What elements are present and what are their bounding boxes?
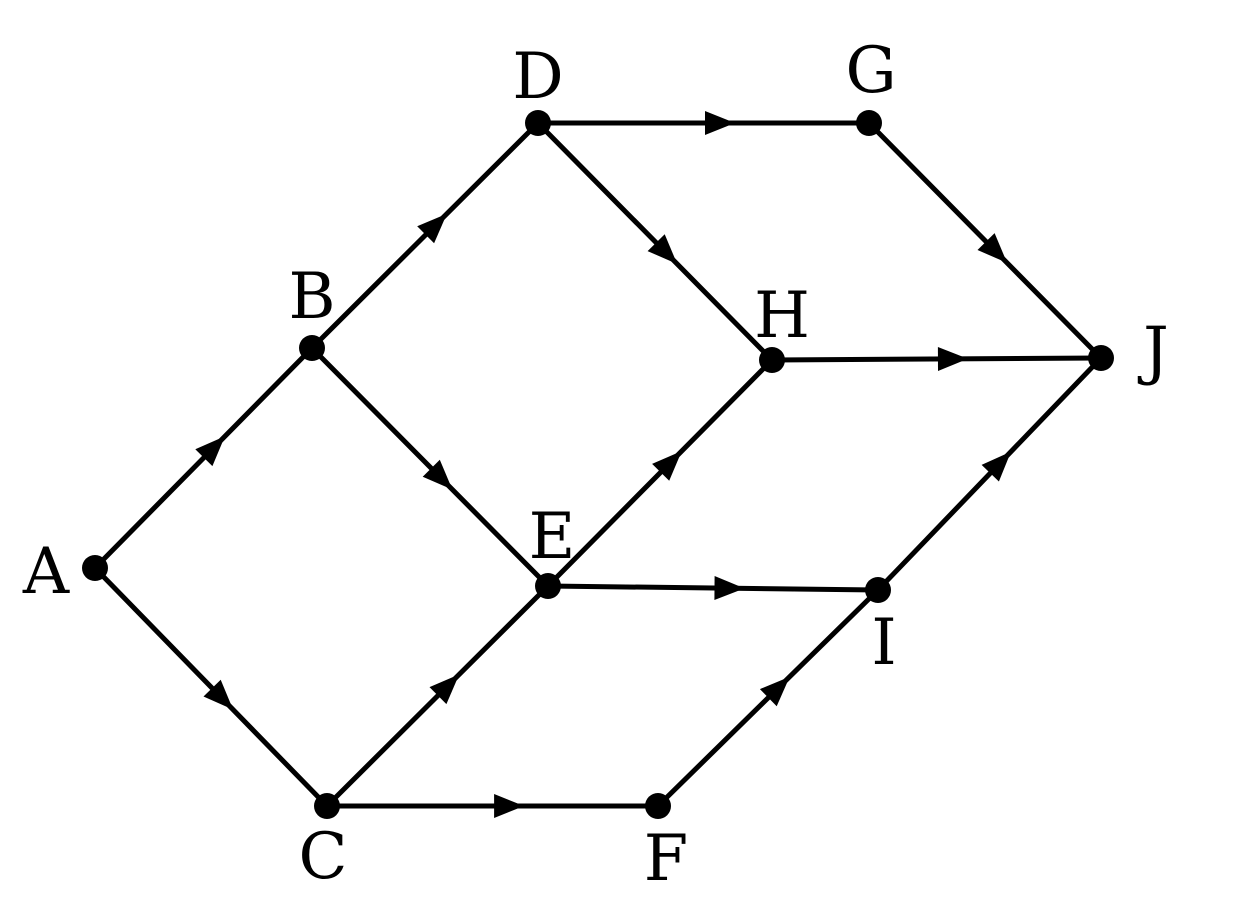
node-label-h: H: [754, 279, 810, 353]
edge-line: [92, 345, 315, 571]
edge-line: [769, 355, 1104, 363]
edge-line: [875, 355, 1104, 593]
edge-a-c: [92, 565, 330, 809]
node-label-f: F: [644, 822, 688, 896]
node-e: [535, 573, 561, 599]
edge-e-i: [545, 576, 881, 600]
edge-d-g: [535, 111, 872, 135]
node-label-a: A: [22, 535, 70, 609]
arrow-head: [417, 213, 447, 244]
node-label-j: J: [1137, 314, 1169, 388]
edge-e-h: [545, 357, 775, 589]
node-label-i: I: [871, 606, 896, 680]
node-d: [525, 110, 551, 136]
node-label-b: B: [288, 260, 335, 334]
arrow-head: [714, 576, 745, 600]
node-j: [1088, 345, 1114, 371]
nodes-layer: [82, 110, 1114, 819]
edge-c-e: [324, 583, 551, 809]
arrow-head: [195, 436, 225, 467]
node-g: [856, 110, 882, 136]
edge-b-d: [309, 120, 541, 351]
arrow-head: [937, 347, 968, 371]
edge-line: [92, 565, 330, 809]
node-label-g: G: [845, 34, 896, 108]
edge-a-b: [92, 345, 315, 571]
edge-b-e: [309, 345, 551, 589]
node-f: [645, 793, 671, 819]
arrow-head: [759, 676, 790, 707]
node-label-e: E: [529, 500, 576, 574]
arrow-head: [422, 459, 453, 490]
arrow-head: [494, 794, 524, 818]
edge-c-f: [324, 794, 661, 818]
edge-line: [309, 120, 541, 351]
node-label-c: C: [299, 820, 348, 894]
node-label-d: D: [512, 40, 563, 114]
node-h: [759, 347, 785, 373]
node-i: [865, 577, 891, 603]
labels-layer: A B C D E F G H I J: [22, 34, 1169, 896]
arrow-head: [429, 674, 460, 705]
edge-d-h: [535, 120, 775, 363]
node-a: [82, 555, 108, 581]
edges-layer: [92, 111, 1104, 818]
edge-line: [535, 120, 775, 363]
node-c: [314, 793, 340, 819]
arrow-head: [977, 233, 1008, 263]
edge-f-i: [655, 587, 881, 809]
edge-i-j: [875, 355, 1104, 593]
node-b: [299, 335, 325, 361]
edge-line: [866, 120, 1104, 361]
edge-g-j: [866, 120, 1104, 361]
edge-line: [309, 345, 551, 589]
arrow-head: [705, 111, 735, 135]
arrow-head: [652, 451, 682, 481]
edge-line: [324, 583, 551, 809]
arrow-head: [981, 451, 1011, 482]
edge-line: [655, 587, 881, 809]
edge-h-j: [769, 347, 1104, 371]
edge-line: [545, 357, 775, 589]
arrow-head: [203, 679, 234, 710]
edge-line: [545, 583, 881, 593]
arrow-head: [647, 234, 678, 264]
